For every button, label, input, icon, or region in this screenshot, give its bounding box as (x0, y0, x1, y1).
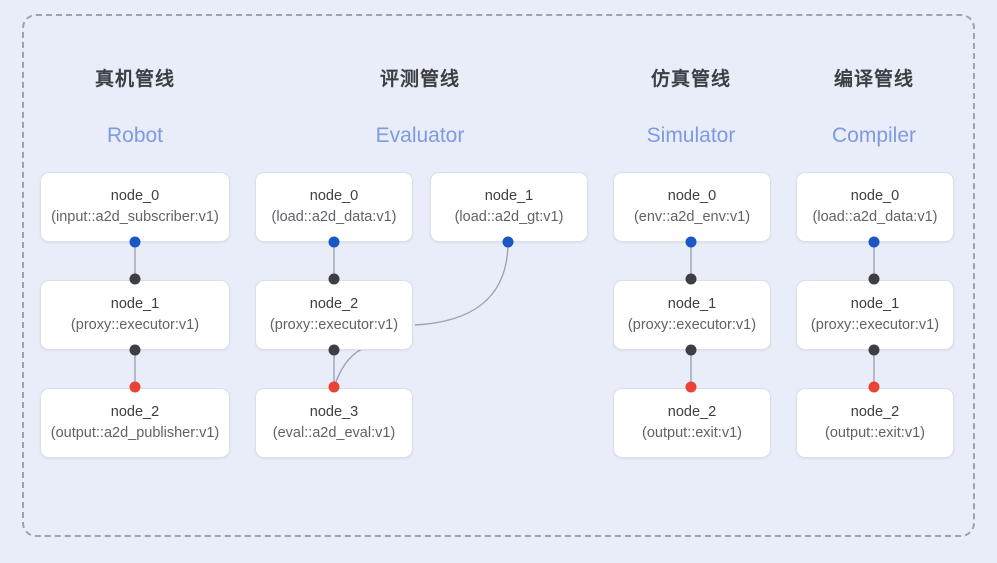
port-dot-middle[interactable] (129, 344, 141, 356)
column-subtitle-robot: Robot (106, 124, 164, 147)
node-name: node_0 (110, 187, 160, 204)
node-name: node_1 (110, 295, 160, 312)
port-dot-middle[interactable] (328, 273, 340, 285)
node-box[interactable]: node_0 (env::a2d_env:v1) (613, 172, 771, 242)
node-name: node_0 (850, 187, 900, 204)
port-dot-output[interactable] (328, 381, 340, 393)
node-spec: (env::a2d_env:v1) (633, 209, 751, 225)
node-spec: (proxy::executor:v1) (269, 317, 399, 333)
node-box[interactable]: node_2 (output::exit:v1) (613, 388, 771, 458)
node-spec: (load::a2d_data:v1) (812, 209, 938, 225)
port-dot-middle[interactable] (685, 344, 697, 356)
node-spec: (proxy::executor:v1) (627, 317, 757, 333)
node-spec: (eval::a2d_eval:v1) (272, 425, 396, 441)
column-subtitle-simulator: Simulator (646, 124, 736, 147)
column-subtitle-compiler: Compiler (831, 124, 917, 147)
node-box[interactable]: node_1 (proxy::executor:v1) (613, 280, 771, 350)
port-dot-middle[interactable] (868, 344, 880, 356)
node-spec: (input::a2d_subscriber:v1) (51, 209, 219, 225)
node-box[interactable]: node_0 (load::a2d_data:v1) (796, 172, 954, 242)
node-spec: (output::exit:v1) (825, 425, 925, 441)
column-title-compiler: 编译管线 (833, 69, 914, 90)
node-name: node_0 (309, 187, 359, 204)
node-name: node_2 (667, 403, 717, 420)
port-dot-output[interactable] (129, 381, 141, 393)
node-name: node_2 (850, 403, 900, 420)
node-box[interactable]: node_0 (load::a2d_data:v1) (255, 172, 413, 242)
port-dot-output[interactable] (868, 381, 880, 393)
port-dot-input[interactable] (328, 236, 340, 248)
port-dot-middle[interactable] (328, 344, 340, 356)
node-name: node_1 (850, 295, 900, 312)
port-dot-middle[interactable] (129, 273, 141, 285)
column-title-simulator: 仿真管线 (650, 69, 731, 90)
node-box[interactable]: node_2 (proxy::executor:v1) (255, 280, 413, 350)
node-box[interactable]: node_1 (proxy::executor:v1) (796, 280, 954, 350)
node-spec: (output::a2d_publisher:v1) (50, 425, 220, 441)
node-spec: (load::a2d_data:v1) (271, 209, 397, 225)
port-dot-middle[interactable] (868, 273, 880, 285)
node-spec: (load::a2d_gt:v1) (454, 209, 564, 225)
column-title-evaluator: 评测管线 (379, 69, 460, 90)
node-name: node_1 (667, 295, 717, 312)
port-dot-input[interactable] (868, 236, 880, 248)
node-box[interactable]: node_3 (eval::a2d_eval:v1) (255, 388, 413, 458)
node-box[interactable]: node_2 (output::a2d_publisher:v1) (40, 388, 230, 458)
node-box[interactable]: node_2 (output::exit:v1) (796, 388, 954, 458)
port-dot-input[interactable] (129, 236, 141, 248)
column-title-robot: 真机管线 (94, 69, 175, 90)
node-name: node_2 (110, 403, 160, 420)
node-spec: (proxy::executor:v1) (70, 317, 200, 333)
node-box[interactable]: node_0 (input::a2d_subscriber:v1) (40, 172, 230, 242)
node-spec: (output::exit:v1) (642, 425, 742, 441)
node-box[interactable]: node_1 (load::a2d_gt:v1) (430, 172, 588, 242)
port-dot-input[interactable] (502, 236, 514, 248)
port-dot-middle[interactable] (685, 273, 697, 285)
node-spec: (proxy::executor:v1) (810, 317, 940, 333)
node-box[interactable]: node_1 (proxy::executor:v1) (40, 280, 230, 350)
port-dot-input[interactable] (685, 236, 697, 248)
port-dot-output[interactable] (685, 381, 697, 393)
node-name: node_3 (309, 403, 359, 420)
node-name: node_2 (309, 295, 359, 312)
node-name: node_0 (667, 187, 717, 204)
column-subtitle-evaluator: Evaluator (375, 124, 465, 147)
diagram-frame (22, 14, 975, 537)
node-name: node_1 (484, 187, 534, 204)
